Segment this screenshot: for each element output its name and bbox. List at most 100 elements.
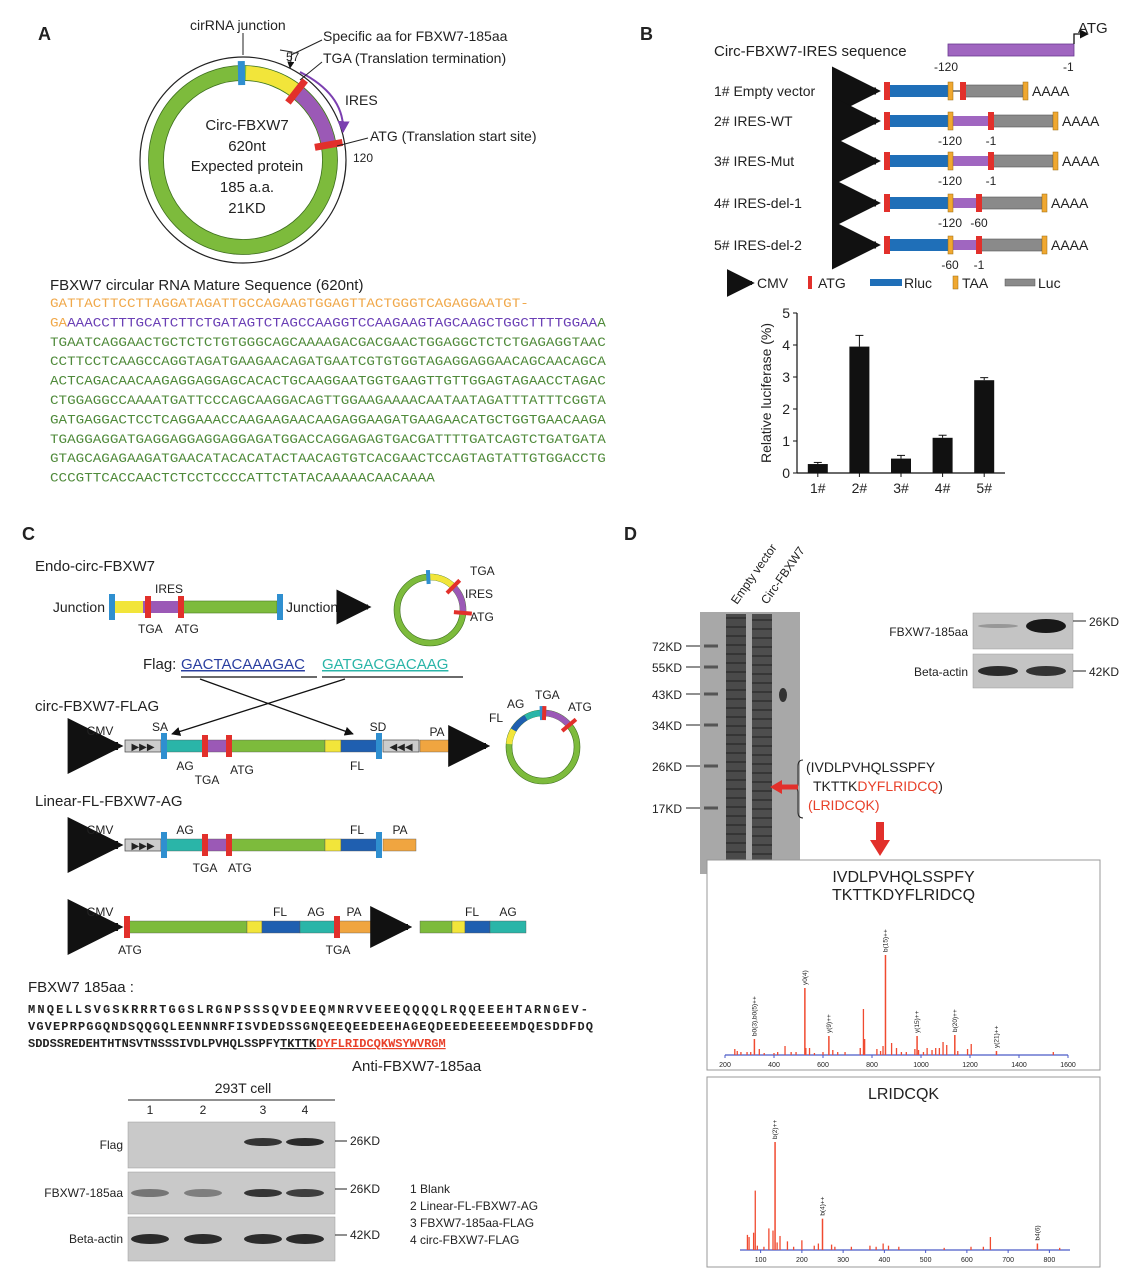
aa-line-3: SDDSSREDEHTHTNSVTNSSSIVDLPVHQLSSPFYTKTTK… — [28, 1037, 446, 1051]
construct-legend: CMV ATG Rluc TAA Luc — [726, 269, 1061, 297]
peptide-3: (LRIDCQK) — [808, 797, 880, 813]
y-tick-label: 3 — [782, 369, 790, 385]
sa-label: SA — [152, 720, 168, 734]
ires-segment — [952, 240, 976, 250]
crossing-arrow — [171, 678, 346, 736]
tga-label: TGA — [138, 622, 163, 636]
atg-marker — [988, 152, 994, 170]
linear-title: Linear-FL-FBXW7-AG — [35, 793, 183, 810]
cmv-label: CMV — [87, 724, 114, 738]
center-line: 185 a.a. — [220, 179, 274, 196]
pa-label: PA — [346, 905, 361, 919]
fl-segment — [340, 739, 378, 753]
sequence-line: GATGAGGACTCCTCAGGAAACCAAGAAGAACAAGAGGAAG… — [50, 413, 606, 427]
construct-name: 3# IRES-Mut — [714, 153, 794, 169]
x-tick-label: 600 — [817, 1062, 829, 1069]
y-tick-label: 5 — [782, 305, 790, 321]
sequence-purple-segment: AAACCTTTGCATCTTCTGATAGTCTAGCCAAGGTCCAAGA… — [67, 316, 598, 330]
atg-marker — [960, 82, 966, 100]
sequence-green-segment: GTAGCAGAGAAGATGAACATACACATACTAACAGTGTCAC… — [50, 452, 606, 466]
taa-marker — [1022, 81, 1029, 101]
spectrum-frame — [706, 859, 1101, 1071]
peptide-2: TKTTKDYFLRIDCQ) — [813, 778, 943, 794]
wb-size-label: 26KD — [1089, 615, 1119, 629]
y-tick-label: 0 — [782, 465, 790, 481]
x-tick-label: 1400 — [1011, 1062, 1027, 1069]
x-tick-label: 200 — [796, 1257, 808, 1264]
ires-left-pos: -120 — [938, 134, 962, 148]
antibody-label: Anti-FBXW7-185aa — [352, 1058, 482, 1075]
atg-marker — [226, 735, 232, 757]
aa-title: FBXW7 185aa : — [28, 979, 134, 996]
bar-4# — [932, 437, 953, 473]
peak-label: y(21)++ — [993, 1025, 1000, 1048]
atg-label: ATG — [175, 622, 199, 636]
flag-seq-part2: GATGACGACAAG — [322, 656, 448, 673]
sequence-line: GTAGCAGAGAAGATGAACATACACATACTAACAGTGTCAC… — [50, 452, 606, 466]
blot-band — [244, 1189, 282, 1197]
ires-end-pos: -1 — [1063, 60, 1074, 74]
marker-label: 34KD — [652, 719, 682, 733]
circle-tga-label: TGA — [535, 688, 560, 702]
specific-aa-pointer — [279, 49, 295, 69]
taa-marker — [947, 111, 954, 131]
construct-name: 4# IRES-del-1 — [714, 195, 802, 211]
circle-fl-label: FL — [489, 711, 503, 725]
fl-segment — [340, 838, 378, 852]
orf-segment — [128, 920, 248, 934]
x-tick-label: 200 — [719, 1062, 731, 1069]
bar-5# — [974, 380, 995, 473]
ires-right-pos: -1 — [986, 174, 997, 188]
peptide-2-red: DYFLRIDCQ — [857, 778, 938, 794]
tga-marker — [202, 735, 208, 757]
polya-label: AAAA — [1062, 153, 1100, 169]
junction-marker — [425, 569, 431, 585]
ires-left-pos: -120 — [938, 174, 962, 188]
sequence-orange-segment: GA — [50, 316, 68, 330]
panel-a: A cirRNA junction Specific aa for FBXW7-… — [38, 17, 606, 486]
atg-marker — [453, 610, 473, 616]
panel-d: D Empty vector Circ-FBXW7 72KD55KD43KD34… — [624, 524, 1119, 1268]
legend-luc: Luc — [1038, 275, 1061, 291]
bar-2# — [849, 346, 870, 473]
taa-legend-icon — [952, 275, 959, 290]
luc-segment — [992, 154, 1054, 168]
circle-segment — [428, 574, 456, 589]
fl-segment — [261, 920, 301, 934]
polya-label: AAAA — [1062, 113, 1100, 129]
aa-underlined: TKTTK — [280, 1037, 317, 1051]
x-tick-label: 3# — [893, 480, 909, 496]
marker-label: 43KD — [652, 688, 682, 702]
atg-marker — [884, 152, 890, 170]
sequence-green-segment: TGAGGAGGATGAGGAGGAGGAGGAGATGGACCAGGAGAGT… — [50, 433, 606, 447]
rna-sequence: GATTACTTCCTTAGGATAGATTGCCAGAAGTGGAGTTACT… — [50, 297, 606, 486]
yellow-segment — [324, 838, 342, 852]
center-line: 21KD — [228, 200, 266, 217]
rluc-segment — [890, 155, 948, 167]
green-segment — [180, 600, 278, 614]
leader-line — [290, 39, 323, 56]
circle-atg-label: ATG — [568, 700, 592, 714]
yellow-segment — [246, 920, 263, 934]
legend-taa: TAA — [962, 275, 989, 291]
wb-band — [978, 624, 1018, 628]
wb-size-label: 42KD — [1089, 665, 1119, 679]
ires-purple-arc — [292, 85, 335, 144]
luc-segment — [992, 114, 1054, 128]
taa-marker — [1052, 111, 1059, 131]
atg-label: ATG (Translation start site) — [370, 128, 536, 144]
atg-marker — [560, 717, 578, 733]
sequence-green-segment: CCTTCCTCAAGCCAGGTAGATGAAGAACAGATGAATCGTG… — [50, 355, 606, 369]
x-tick-label: 1# — [810, 480, 826, 496]
ag-segment — [165, 739, 205, 753]
aa-line-2: VGVEPRPGGQNDSQQGQLEENNNRFISVDEDSSGNQEEQE… — [28, 1020, 593, 1034]
red-arrow-down — [876, 822, 884, 842]
blot-size-label: 26KD — [350, 1134, 380, 1148]
circ-center-text: Circ-FBXW7 620nt Expected protein 185 a.… — [191, 117, 304, 217]
